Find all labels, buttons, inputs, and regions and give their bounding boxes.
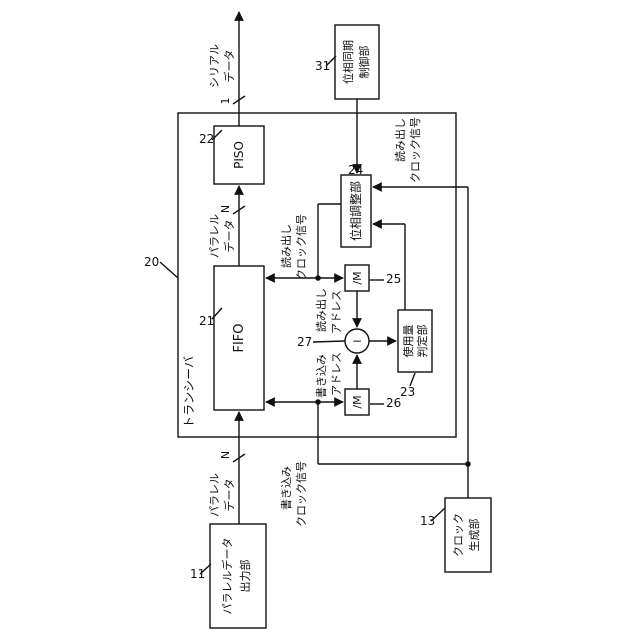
write-address-line2: アドレス bbox=[330, 352, 343, 396]
read-address-line1: 読み出し bbox=[314, 288, 328, 332]
clock-gen-ref: 13 bbox=[420, 514, 435, 528]
parallel-out-line2: 出力部 bbox=[238, 560, 252, 593]
phase-sync-block: 位相同期 制御部 31 bbox=[315, 25, 379, 99]
serial-data-line1: シリアル bbox=[208, 44, 221, 88]
write-address-line1: 書き込み bbox=[314, 354, 328, 398]
serial-data-width: 1 bbox=[219, 98, 232, 105]
divider-read-label: /M bbox=[351, 271, 364, 284]
write-clock-line1: 書き込み bbox=[279, 466, 293, 510]
fifo-ref: 21 bbox=[199, 314, 214, 328]
transceiver-label: トランシーバ bbox=[182, 356, 196, 428]
usage-judge-block: 使用量 判定部 23 bbox=[398, 310, 432, 399]
parallel-data-top-width: N bbox=[219, 205, 232, 213]
fifo-block: FIFO 21 bbox=[199, 266, 264, 410]
subtractor-label: − bbox=[352, 334, 362, 348]
phase-sync-line1: 位相同期 bbox=[341, 40, 355, 84]
usage-judge-line1: 使用量 bbox=[402, 325, 415, 358]
parallel-out-block: パラレルデータ 出力部 11 bbox=[190, 524, 266, 628]
clock-gen-line2: 生成部 bbox=[467, 519, 481, 552]
write-clock-line2: クロック信号 bbox=[295, 461, 308, 527]
clock-gen-line1: クロック bbox=[452, 513, 465, 557]
parallel-data-bottom-line2: データ bbox=[222, 479, 236, 512]
parallel-data-bottom-line1: パラレル bbox=[208, 473, 221, 517]
parallel-data-bottom-width: N bbox=[219, 451, 232, 459]
parallel-out-line1: パラレルデータ bbox=[220, 538, 234, 615]
fifo-label: FIFO bbox=[232, 323, 247, 352]
divider-read-ref: 25 bbox=[386, 272, 401, 286]
phase-adjust-label: 位相調整部 bbox=[348, 181, 363, 241]
subtractor-ref: 27 bbox=[297, 335, 312, 349]
usage-judge-line2: 判定部 bbox=[415, 325, 429, 358]
read-clock-inner-line1: 読み出し bbox=[279, 224, 293, 268]
read-clock-outer-line1: 読み出し bbox=[393, 118, 407, 162]
divider-write-label: /M bbox=[351, 395, 364, 408]
piso-label: PISO bbox=[232, 141, 246, 169]
parallel-data-top-line2: データ bbox=[222, 220, 236, 253]
transceiver-ref: 20 bbox=[144, 255, 159, 269]
phase-sync-ref: 31 bbox=[315, 59, 330, 73]
phase-adjust-ref: 24 bbox=[348, 163, 363, 177]
divider-write-block: /M 26 bbox=[345, 389, 401, 415]
divider-read-block: /M 25 bbox=[345, 265, 401, 291]
divider-write-ref: 26 bbox=[386, 396, 401, 410]
clock-gen-block: クロック 生成部 13 bbox=[420, 498, 491, 572]
serial-data-line2: データ bbox=[222, 50, 236, 83]
parallel-out-ref: 11 bbox=[190, 567, 205, 581]
read-clock-inner-line2: クロック信号 bbox=[295, 214, 308, 280]
read-address-line2: アドレス bbox=[330, 290, 343, 334]
piso-block: PISO 22 bbox=[199, 126, 264, 184]
piso-ref: 22 bbox=[199, 132, 214, 146]
read-clock-outer-line2: クロック信号 bbox=[409, 117, 422, 183]
phase-sync-line2: 制御部 bbox=[357, 46, 371, 79]
parallel-data-top-line1: パラレル bbox=[208, 214, 221, 258]
usage-judge-ref: 23 bbox=[400, 385, 415, 399]
phase-adjust-block: 位相調整部 24 bbox=[341, 163, 371, 247]
